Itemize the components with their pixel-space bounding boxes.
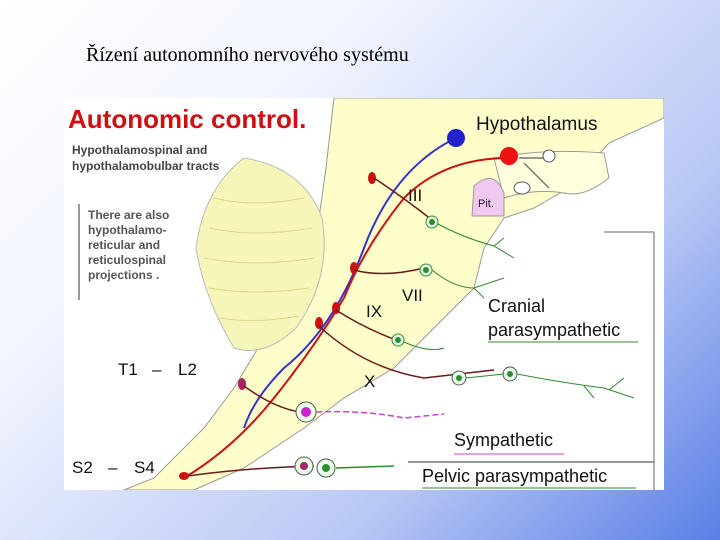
- hypothalamus-red-neuron: [500, 147, 518, 165]
- note-line: reticulospinal: [88, 253, 167, 267]
- spinal-level-L2: L2: [178, 360, 197, 379]
- pituitary-gland: [471, 178, 505, 217]
- cerebellum: [195, 157, 325, 351]
- postganglionic-fibers: [403, 223, 635, 399]
- cranial-parasympathetic-label: Cranial parasympathetic: [488, 294, 620, 342]
- note-line: There are also: [88, 208, 170, 222]
- range-dash: –: [108, 458, 118, 477]
- hypothalamus-label: Hypothalamus: [476, 114, 598, 135]
- note-line: hypothalamo-: [88, 223, 167, 237]
- hypothalamospinal-tract: [243, 137, 457, 429]
- sympathetic-postganglionic: [315, 410, 445, 419]
- slide-title: Řízení autonomního nervového systému: [86, 44, 409, 66]
- tracts-label-line2: hypothalamobulbar tracts: [72, 159, 220, 173]
- pelvic-postganglionic: [335, 465, 395, 469]
- reticular-projection-note: There are also hypothalamo- reticular an…: [88, 208, 169, 283]
- pelvic-parasympathetic-label: Pelvic parasympathetic: [422, 466, 608, 486]
- tracts-label-line1: Hypothalamospinal and: [72, 143, 208, 157]
- cranial-nerve-X-label: X: [364, 372, 376, 391]
- hypothalamobulbar-tract: [183, 157, 510, 479]
- cranial-nerve-III-label: III: [408, 186, 423, 205]
- cranial-label-line1: Cranial: [488, 296, 546, 316]
- hypothalamus-white-pathways: [519, 157, 550, 189]
- spinal-level-S2: S2: [72, 458, 93, 477]
- sympathetic-label: Sympathetic: [454, 430, 554, 450]
- range-dash: –: [152, 360, 162, 379]
- figure-heading: Autonomic control.: [68, 104, 307, 134]
- spinal-level-S4: S4: [134, 458, 155, 477]
- tracts-label: Hypothalamospinal and hypothalamobulbar …: [72, 142, 219, 174]
- pituitary-label: Pit.: [478, 198, 494, 210]
- nervous-system-diagram: [78, 98, 664, 490]
- autonomic-control-figure: Autonomic control. Hypothalamospinal and…: [64, 98, 664, 490]
- spinal-level-T1: T1: [118, 360, 138, 379]
- outflow-III: [373, 177, 433, 221]
- note-line: projections .: [88, 268, 160, 282]
- cranial-nerve-IX-label: IX: [366, 302, 383, 321]
- outflow-IX: [335, 309, 397, 341]
- cranial-label-line2: parasympathetic: [488, 320, 621, 340]
- note-line: reticular and: [88, 238, 161, 252]
- outflow-X: [318, 325, 495, 379]
- outflow-VII: [353, 267, 425, 275]
- cranial-nerve-VII-label: VII: [402, 286, 423, 305]
- hypothalamus-blue-neuron: [447, 129, 465, 147]
